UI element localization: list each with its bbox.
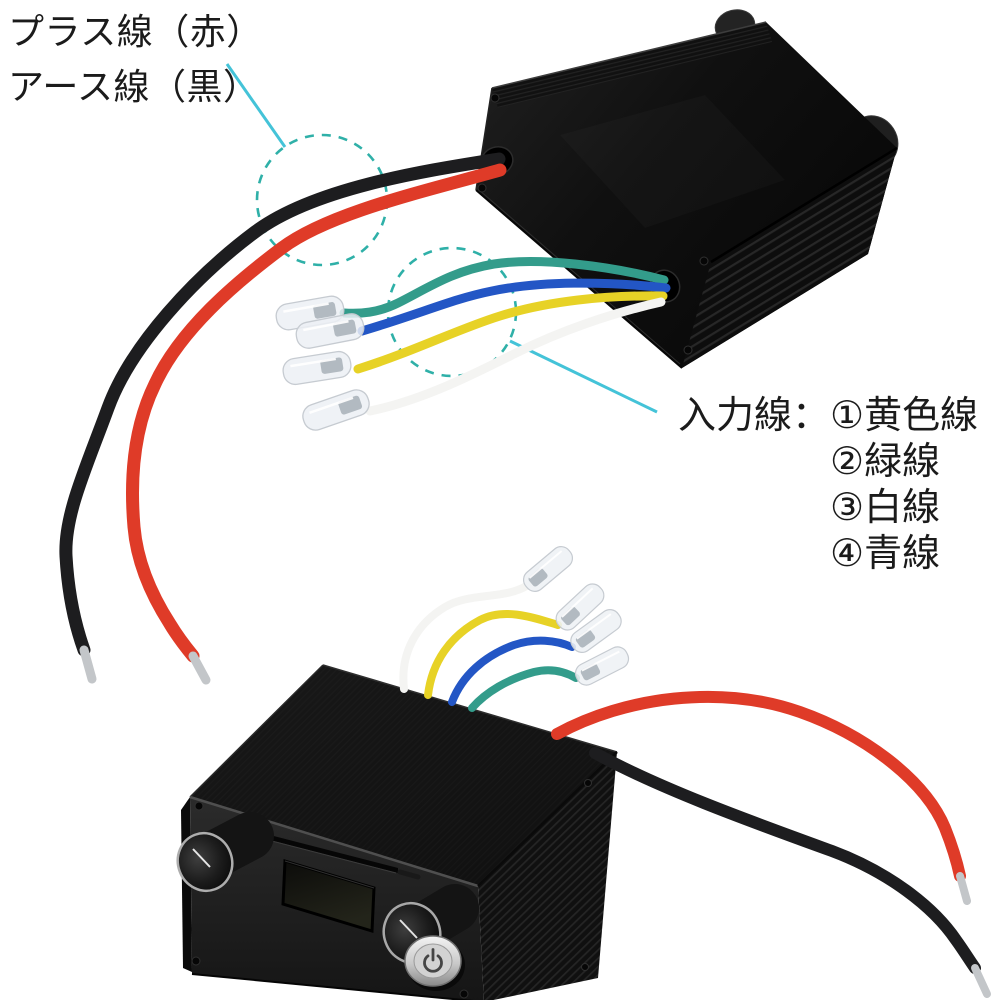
power-button [404, 935, 465, 991]
input-wires-prefix: 入力線： [678, 395, 831, 437]
input-wire-item-white: ③白線 [830, 487, 941, 529]
bottom-device-wires [399, 581, 991, 998]
edge [189, 664, 324, 798]
earth-wire-label: アース線（黒） [8, 66, 260, 107]
top-device-edge-fins [492, 22, 772, 108]
bottom-device [176, 664, 618, 1000]
top-device [475, 9, 899, 369]
edge [710, 146, 898, 264]
plus-wire-red [551, 690, 966, 882]
edge [491, 21, 767, 89]
input-wire-item-yellow: ①黄色線 [830, 395, 979, 437]
screw-icon [581, 963, 589, 971]
input-wire-white [399, 581, 532, 693]
leader-line-input [509, 339, 658, 414]
screw-icon [584, 779, 592, 787]
spade-connector [295, 313, 365, 349]
input-wire-white [365, 297, 666, 416]
screw-icon [683, 345, 693, 355]
power-icon [423, 948, 443, 973]
top-device-wires [59, 152, 671, 685]
plus-wire-red [125, 163, 507, 663]
plus-wire-label: プラス線（赤） [8, 11, 263, 52]
slot-highlight [263, 838, 397, 874]
bottom-device-top-fins [190, 665, 617, 886]
spade-connector [570, 609, 622, 653]
input-wire-green [468, 666, 580, 712]
spade-connector [555, 583, 605, 631]
power-wires-label: プラス線（赤） アース線（黒） [8, 4, 263, 114]
input-wire-yellow [424, 610, 562, 699]
bottom-device-heatsink-fins [478, 752, 617, 1000]
earth-wire-stripped-tip [79, 645, 97, 684]
screw-icon [699, 256, 709, 266]
leader-line-power [225, 63, 287, 148]
spade-connector [522, 546, 574, 592]
spade-connector [574, 646, 630, 686]
slot-notch [397, 869, 421, 880]
input-wire-blue [448, 636, 576, 706]
screen-edge [284, 860, 375, 889]
input-wires-label: 入力線： ①黄色線 ②緑線 ③白線 ④青線 [678, 393, 978, 577]
earth-wire-black [59, 152, 506, 657]
screw-icon [490, 93, 500, 103]
screw-icon [459, 989, 469, 999]
edge [477, 751, 618, 887]
earth-wire-black [589, 747, 981, 974]
input-wire-item-blue: ④青線 [830, 533, 941, 575]
spade-connector [302, 389, 370, 431]
plus-wire-stripped-tip [188, 651, 211, 685]
volume-knob-left [176, 812, 274, 893]
spade-connector [282, 350, 352, 386]
top-device-connectors [275, 295, 370, 431]
input-wire-item-green: ②緑線 [830, 441, 941, 483]
front-slot [262, 833, 398, 873]
earth-wire-stripped-tip [971, 964, 991, 998]
input-wires-list: ①黄色線 ②緑線 ③白線 ④青線 [830, 393, 978, 577]
screw-icon [194, 801, 204, 811]
input-wire-blue [357, 278, 671, 336]
top-device-heatsink-fins [682, 148, 897, 368]
edge-highlight [477, 188, 681, 365]
bottom-device-connectors [522, 546, 630, 686]
input-wire-yellow [353, 291, 668, 374]
screw-icon [477, 183, 487, 193]
edge [191, 973, 474, 1000]
plus-wire-stripped-tip [956, 872, 971, 905]
input-wire-green [339, 257, 669, 318]
screw-icon [191, 956, 201, 966]
edge-highlight [189, 795, 479, 888]
